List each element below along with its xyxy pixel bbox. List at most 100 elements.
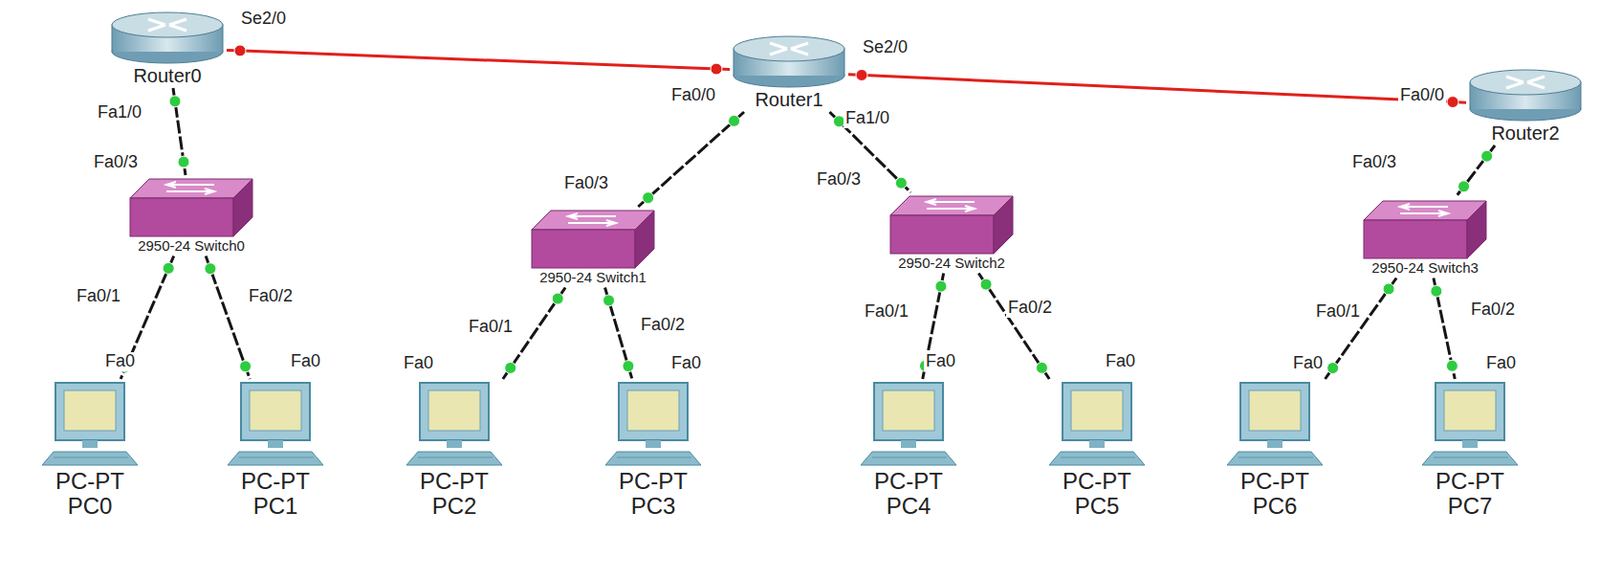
link-light — [935, 280, 947, 292]
port-label: Fa0/2 — [1468, 300, 1517, 320]
router-icon — [731, 33, 847, 89]
link-light — [169, 95, 181, 108]
link-light — [895, 176, 907, 189]
device-label: PC-PT PC7 — [1425, 468, 1514, 520]
device-label: 2950-24 Switch2 — [898, 255, 1006, 272]
link-light — [1446, 96, 1459, 109]
ethernet-link — [1430, 278, 1459, 380]
link-light — [1430, 284, 1443, 297]
port-label: Fa0 — [288, 351, 323, 372]
pc-icon — [1047, 380, 1147, 469]
pc-icon — [225, 380, 326, 469]
link-light — [551, 292, 564, 305]
port-label: Fa0 — [103, 351, 137, 372]
link-light — [1327, 362, 1339, 374]
pc-icon — [404, 380, 505, 469]
pc-device: PC-PT PC6 — [1225, 380, 1325, 520]
router-device: Router0 — [109, 9, 225, 87]
link-light — [855, 68, 868, 81]
port-label: Fa0/2 — [638, 315, 687, 335]
ethernet-link — [1325, 278, 1398, 380]
link-light — [1382, 283, 1395, 295]
port-label: Fa0/2 — [246, 286, 295, 307]
port-label: Fa0 — [1291, 353, 1325, 373]
pc-icon — [1225, 380, 1325, 469]
device-label: 2950-24 Switch0 — [137, 238, 245, 255]
port-label: Fa1/0 — [95, 103, 144, 123]
link-light — [162, 262, 175, 274]
link-light — [1446, 359, 1458, 372]
link-light — [1481, 150, 1493, 162]
sw-icon — [128, 176, 255, 239]
router-device: Router1 — [731, 33, 847, 110]
ethernet-link — [1455, 145, 1495, 198]
port-label: Fa0/3 — [814, 170, 863, 190]
port-label: Fa0/1 — [862, 302, 911, 322]
pc-device: PC-PT PC3 — [603, 380, 703, 520]
ethernet-link — [169, 87, 190, 176]
switch-device: 2950-24 Switch3 — [1361, 198, 1489, 277]
pc-device: PC-PT PC7 — [1420, 380, 1520, 520]
device-label: Router2 — [1490, 122, 1559, 144]
serial-link — [848, 68, 1467, 108]
ethernet-link — [204, 256, 252, 380]
link-light — [603, 294, 615, 307]
link-light — [980, 278, 992, 290]
link-light — [204, 263, 217, 275]
port-label: Fa0/0 — [1398, 86, 1447, 106]
device-label: PC-PT PC3 — [609, 468, 698, 520]
switch-device: 2950-24 Switch2 — [888, 194, 1015, 272]
port-label: Fa0/3 — [91, 153, 140, 173]
ethernet-link — [978, 273, 1050, 380]
sw-icon — [888, 194, 1015, 256]
device-label: PC-PT PC4 — [864, 468, 953, 520]
link-light — [1035, 361, 1048, 373]
port-label: Se2/0 — [860, 38, 910, 58]
port-label: Fa0/3 — [1350, 153, 1399, 173]
port-label: Se2/0 — [239, 9, 288, 29]
device-label: PC-PT PC6 — [1230, 468, 1319, 520]
port-label: Fa0/1 — [74, 286, 123, 307]
port-label: Fa0/3 — [562, 174, 611, 194]
port-label: Fa0 — [1103, 351, 1138, 372]
pc-device: PC-PT PC2 — [404, 380, 505, 520]
router-icon — [109, 9, 225, 66]
link-light — [622, 360, 635, 373]
ethernet-link — [637, 111, 745, 207]
port-label: Fa0/0 — [669, 86, 718, 106]
link-light — [1458, 180, 1470, 193]
pc-device: PC-PT PC0 — [40, 380, 140, 520]
router-device: Router2 — [1468, 66, 1583, 144]
port-label: Fa0 — [923, 351, 958, 372]
router-icon — [1468, 66, 1583, 123]
sw-icon — [529, 208, 657, 270]
device-label: PC-PT PC5 — [1052, 468, 1141, 520]
link-light — [504, 361, 517, 373]
device-label: Router1 — [754, 88, 823, 110]
port-label: Fa0/1 — [1314, 302, 1362, 322]
pc-device: PC-PT PC1 — [225, 380, 326, 520]
ethernet-link — [603, 287, 635, 380]
port-label: Fa0 — [1484, 353, 1518, 373]
port-label: Fa0/1 — [466, 317, 515, 337]
device-label: PC-PT PC1 — [231, 468, 320, 520]
link-light — [710, 63, 723, 75]
device-label: Router0 — [132, 65, 201, 87]
device-label: PC-PT PC0 — [45, 468, 134, 520]
device-label: 2950-24 Switch1 — [539, 269, 647, 286]
pc-icon — [603, 380, 703, 469]
switch-device: 2950-24 Switch0 — [128, 176, 255, 255]
port-label: Fa1/0 — [843, 109, 892, 129]
pc-icon — [858, 380, 959, 469]
link-light — [728, 114, 741, 127]
pc-icon — [40, 380, 140, 469]
port-label: Fa0 — [401, 353, 436, 373]
device-label: 2950-24 Switch3 — [1371, 260, 1479, 277]
switch-device: 2950-24 Switch1 — [529, 208, 657, 286]
port-label: Fa0 — [669, 353, 703, 373]
sw-icon — [1361, 198, 1489, 261]
pc-device: PC-PT PC5 — [1047, 380, 1147, 520]
link-light — [177, 155, 190, 168]
link-light — [234, 44, 246, 57]
